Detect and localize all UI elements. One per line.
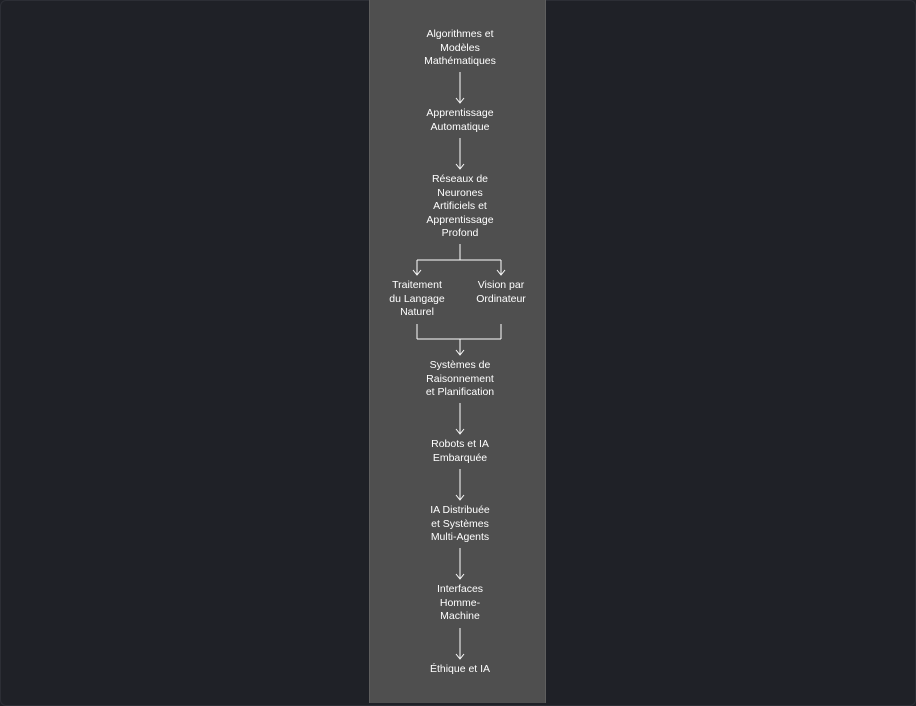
node-robots: Robots et IA Embarquée [431, 438, 489, 464]
node-ethique: Éthique et IA [429, 663, 491, 675]
node-traitement: Traitement du Langage Naturel [389, 279, 445, 319]
node-apprentissage: Apprentissage Automatique [426, 107, 494, 133]
node-vision: Vision par Ordinateur [476, 279, 526, 305]
node-algorithmes: Algorithmes et Modèles Mathématiques [424, 28, 496, 68]
node-interfaces: Interfaces Homme- Machine [436, 583, 484, 623]
node-systemes: Systèmes de Raisonnement et Planificatio… [425, 359, 495, 399]
node-reseaux: Réseaux de Neurones Artificiels et Appre… [426, 173, 494, 240]
node-distribuee: IA Distribuée et Systèmes Multi-Agents [430, 504, 490, 544]
